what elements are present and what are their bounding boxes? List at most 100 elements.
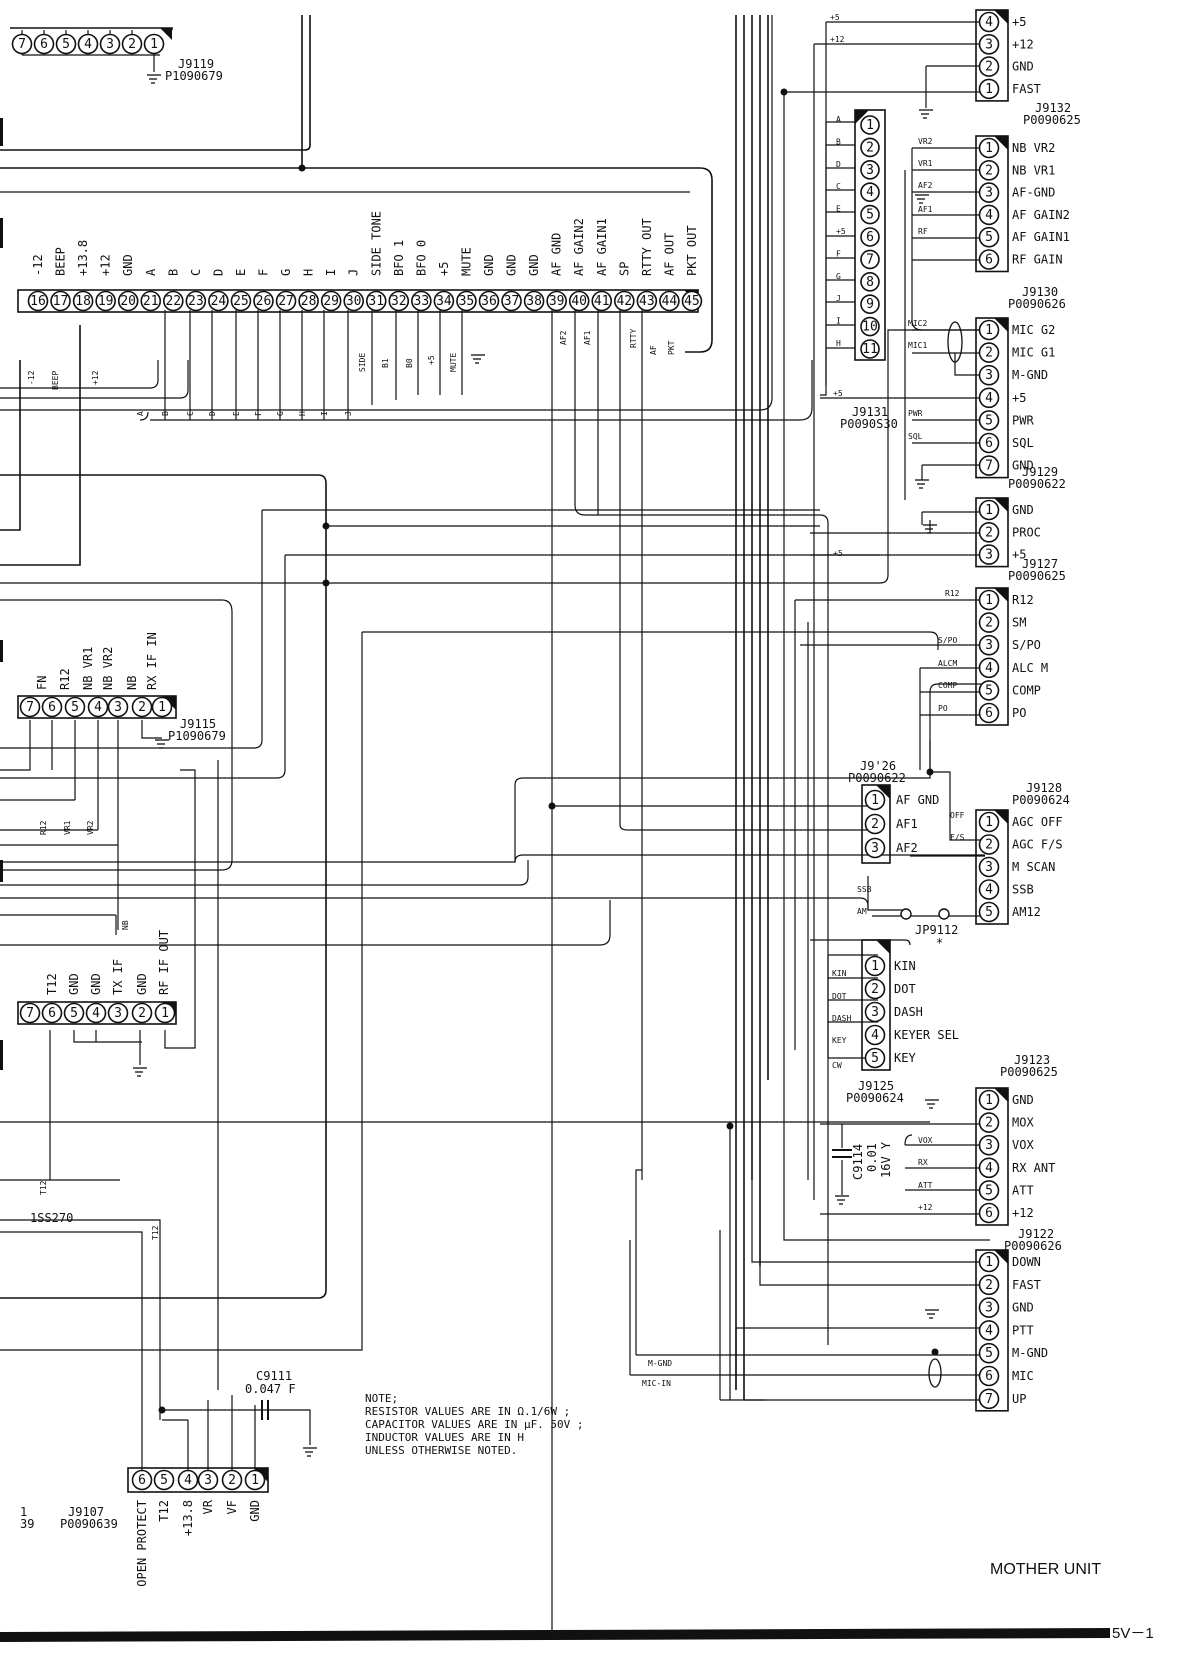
- pin-number: 36: [481, 294, 497, 309]
- pin: 2: [131, 696, 153, 718]
- pin-number: 4: [985, 15, 993, 30]
- pin-number: 4: [985, 208, 993, 223]
- signal-label: +5: [437, 262, 451, 276]
- signal-label: MOX: [1012, 1116, 1034, 1130]
- signal-label: NB: [125, 676, 139, 690]
- signal-label: RF GAIN: [1012, 253, 1063, 267]
- pin: 5: [978, 1180, 1000, 1201]
- pin: 3: [107, 696, 129, 718]
- pin: 35: [456, 290, 477, 312]
- pin: 41: [591, 290, 613, 312]
- j9129-housing: [975, 497, 1009, 568]
- signal-label: RX ANT: [1012, 1161, 1055, 1175]
- pin: 1: [978, 499, 1000, 521]
- signal-label: ATT: [918, 1181, 933, 1190]
- svg-text:PKT: PKT: [667, 340, 676, 355]
- pin: 6: [978, 432, 1000, 454]
- signal-label: E: [234, 269, 248, 276]
- pin-number: 3: [114, 700, 122, 715]
- pin-number: 1: [871, 793, 879, 808]
- top-trace-labels: -12 BEEP +12 SIDE B1 B0 +5 MUTE AF2 AF1 …: [27, 329, 676, 390]
- signal-label: P0090626: [1008, 297, 1066, 311]
- signal-label: CW: [832, 1061, 842, 1070]
- signal-label: J: [347, 269, 361, 276]
- pin-number: 32: [391, 294, 407, 309]
- pin-number: 44: [662, 294, 678, 309]
- signal-label: SIDE TONE: [369, 211, 383, 276]
- signal-label: AF GND: [550, 233, 564, 276]
- pin-number: 1: [158, 700, 166, 715]
- pin: 3: [864, 1001, 886, 1023]
- svg-text:UNLESS OTHERWISE NOTED.: UNLESS OTHERWISE NOTED.: [365, 1444, 517, 1457]
- signal-label: P0090622: [1008, 477, 1066, 491]
- signal-label: FAST: [1012, 1278, 1041, 1292]
- pin: 3: [978, 1134, 1000, 1156]
- pin: 3: [978, 1297, 1000, 1318]
- footer-rule: [0, 1628, 1110, 1642]
- pin-number: 5: [985, 230, 993, 245]
- pin-number: 3: [985, 1301, 993, 1316]
- pin-number: 3: [871, 1005, 879, 1020]
- signal-label: AGC F/S: [1012, 838, 1063, 852]
- pin: 5: [978, 410, 1000, 431]
- signal-label: AF GAIN1: [595, 218, 609, 276]
- signal-label: AF1: [896, 817, 918, 831]
- svg-text:AF2: AF2: [559, 330, 568, 345]
- pin: 2: [978, 1274, 1000, 1296]
- pin-number: 8: [866, 275, 874, 290]
- signal-label: SSB: [857, 885, 872, 894]
- svg-text:P0090S30: P0090S30: [840, 417, 898, 431]
- pin-number: 18: [75, 294, 91, 309]
- pin: 5: [864, 1047, 886, 1069]
- pin: 4: [85, 1002, 107, 1024]
- pin-number: 7: [985, 1392, 993, 1407]
- pin-number: 2: [985, 346, 993, 361]
- pin: 3: [978, 33, 1000, 55]
- pin-number: 2: [228, 1473, 236, 1488]
- signal-label: AF GND: [896, 793, 939, 807]
- pin: 3: [107, 1002, 129, 1024]
- signal-label: OFF: [950, 811, 965, 820]
- pin: 1: [978, 137, 1000, 159]
- signal-label: C: [189, 269, 203, 276]
- svg-text:MUTE: MUTE: [449, 353, 458, 372]
- svg-text:NOTE;: NOTE;: [365, 1392, 398, 1405]
- pin-number: 1: [985, 323, 993, 338]
- svg-text:JP9112: JP9112: [915, 923, 958, 937]
- pin: 2: [121, 33, 143, 55]
- signal-label: MIC-IN: [642, 1379, 671, 1388]
- signal-label: +12: [918, 1203, 933, 1212]
- page-footer: MOTHER UNIT 5V－1: [0, 1561, 1154, 1642]
- signal-label: MUTE: [459, 247, 473, 276]
- pin: 6: [41, 696, 63, 718]
- svg-text:BEEP: BEEP: [51, 371, 60, 390]
- unit-title: MOTHER UNIT: [990, 1561, 1101, 1578]
- pin-number: 4: [184, 1473, 192, 1488]
- pin-number: 40: [571, 294, 587, 309]
- signal-label: KEY: [894, 1051, 916, 1065]
- pin-number: 1: [985, 1255, 993, 1270]
- signal-label: KEY: [832, 1036, 847, 1045]
- pin-number: 7: [26, 1006, 34, 1021]
- pin: 17: [50, 290, 71, 312]
- pin-number: 5: [871, 1051, 879, 1066]
- pin-number: 2: [985, 838, 993, 853]
- svg-text:J9131: J9131: [852, 405, 888, 419]
- svg-text:T12: T12: [151, 1225, 160, 1240]
- signal-label: +12: [830, 35, 845, 44]
- pin-number: 6: [138, 1473, 146, 1488]
- pin-number: 22: [165, 294, 181, 309]
- signal-label: J: [836, 294, 841, 303]
- signal-label: H: [302, 269, 316, 276]
- signal-label: GND: [1012, 503, 1034, 517]
- signal-label: KIN: [894, 959, 916, 973]
- pin: 9: [860, 294, 880, 315]
- pin-number: 1: [985, 593, 993, 608]
- signal-label: I: [320, 411, 329, 416]
- pin: 1: [154, 1002, 176, 1024]
- svg-text:0.01: 0.01: [865, 1143, 879, 1172]
- schematic-note: NOTE; RESISTOR VALUES ARE IN Ω.1/6W ; CA…: [365, 1392, 584, 1457]
